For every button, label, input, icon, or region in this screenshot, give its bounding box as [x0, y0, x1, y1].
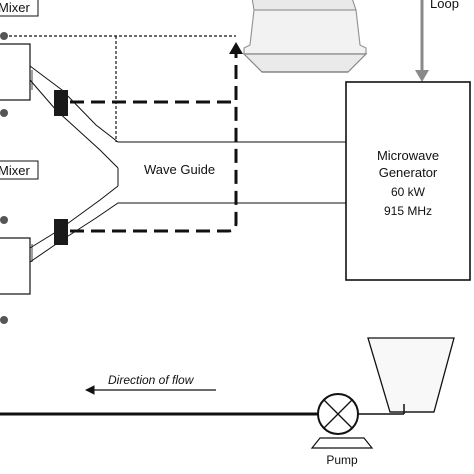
wave-guide-label-bg — [140, 158, 236, 180]
mixer-middle-outlet-icon — [0, 316, 8, 324]
loop-label: Loop — [430, 0, 459, 11]
control-up-arrow-icon — [229, 42, 243, 54]
pump: Pump — [310, 393, 374, 467]
loop-connection: Loop — [415, 0, 459, 82]
mixer-top-valve-icon — [0, 32, 8, 40]
loop-return-line — [4, 35, 236, 142]
pump-label: Pump — [326, 453, 358, 467]
flow-direction: Direction of flow — [85, 373, 216, 395]
feed-hopper — [367, 337, 455, 414]
mixer-middle-valve-icon — [0, 216, 8, 224]
generator-frequency: 915 MHz — [384, 204, 432, 218]
mixer-middle-body — [0, 237, 31, 295]
flow-direction-label: Direction of flow — [108, 373, 195, 387]
generator-power: 60 kW — [391, 185, 426, 199]
mixer-top-label: Mixer — [0, 0, 30, 15]
coupler-top — [54, 90, 68, 116]
generator-title-line2: Generator — [379, 165, 438, 180]
mixer-top-outlet-icon — [0, 109, 8, 117]
coupler-bottom — [54, 219, 68, 245]
mixer-middle-label: Mixer — [0, 163, 30, 178]
mixer-top-body — [0, 43, 31, 101]
control-lines — [70, 52, 238, 233]
mixer-middle: Mixer — [0, 160, 39, 324]
microwave-generator: Microwave Generator 60 kW 915 MHz — [345, 81, 471, 281]
wave-guide-label: Wave Guide — [144, 162, 215, 177]
loop-arrow-icon — [415, 70, 429, 82]
mixer-top: Mixer — [0, 0, 39, 117]
top-hopper — [242, 0, 368, 73]
wave-guide — [29, 65, 346, 263]
generator-title-line1: Microwave — [377, 148, 439, 163]
